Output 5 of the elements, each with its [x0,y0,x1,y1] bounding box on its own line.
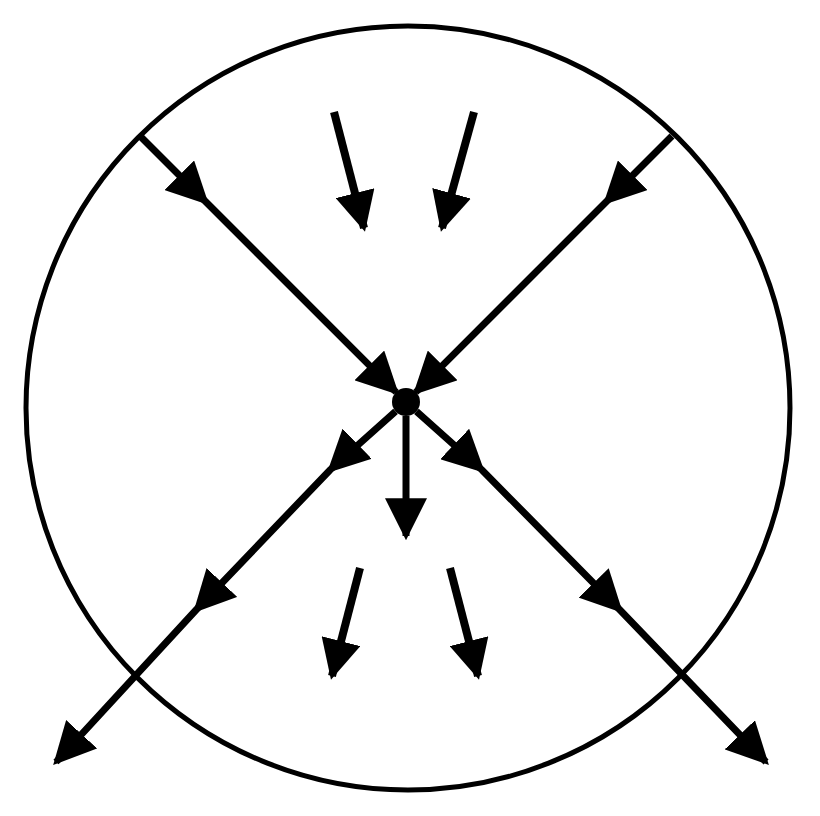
arrow [413,133,675,395]
arrow [385,416,427,540]
arrow [414,408,769,765]
arrow [137,133,399,395]
arrow [53,408,398,765]
